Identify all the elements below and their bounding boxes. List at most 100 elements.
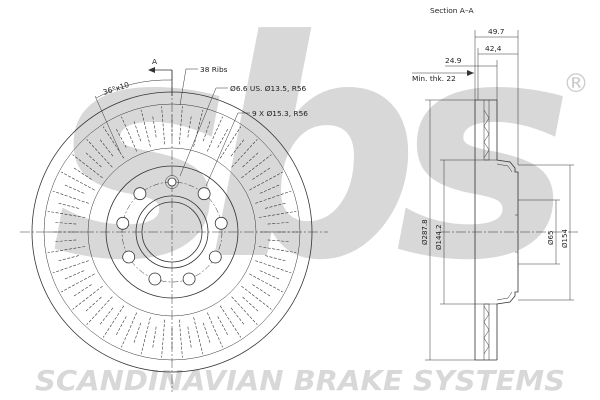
vent-rib [179,319,183,358]
hat-width-label: 42,4 [485,44,502,53]
small-hole-label: Ø6.6 US. Ø13.5, R56 [230,84,307,93]
vent-rib [161,106,165,145]
bolt-hole [197,187,211,201]
vent-rib [241,154,272,179]
vent-rib [86,139,113,168]
vent-rib [242,151,260,168]
vent-rib [252,167,271,180]
bolt-hole [182,272,196,286]
bolt-hole [133,187,147,201]
vent-rib [267,239,290,242]
vent-rib [102,126,125,159]
vent-rib [219,126,242,159]
min-thickness-arrow [467,70,474,76]
vent-rib [265,202,287,209]
bolt-hole [122,250,136,264]
vent-rib [73,284,92,297]
front-view: A 36°x10 38 Ribs Ø6.6 US. Ø13.5, R56 9 X… [20,57,328,392]
vent-rib [267,222,290,225]
small-hole-leader [179,87,217,177]
min-thickness-label: Min. thk. 22 [412,74,456,83]
hat-diameter-label: Ø144.2 [435,224,443,250]
vent-rib [255,190,292,204]
hub-outer-edge [105,165,239,299]
vent-rib [202,120,211,142]
vent-rib [193,109,204,147]
vent-rib [99,307,114,326]
vent-rib [52,260,89,274]
section-marker-arrowhead [148,67,155,73]
vent-rib [121,116,137,152]
hat-inner-edge [496,163,513,301]
section-view: Section A–A 49.7 42,4 24.9 Min. thk. 22 … [412,6,580,361]
vent-rib [265,255,287,262]
vent-rib [202,322,211,344]
vent-rib [102,305,125,338]
vent-rib [133,322,142,344]
watermark: sbs ® SCANDINAVIAN BRAKE SYSTEMS [35,0,589,397]
vent-rib [84,296,102,313]
vent-rib [179,106,183,145]
bolt-hole-label: 9 X Ø15.3, R56 [252,109,308,118]
vent-rib [121,312,137,348]
center-bore-outer [135,195,209,269]
rib-angle-arc [95,79,173,99]
vent-rib [193,317,204,355]
vent-rib [61,171,95,191]
vent-rib [115,316,127,336]
vent-rib [63,184,85,194]
bolt-hole [116,216,130,230]
vent-rib [231,139,258,168]
vent-rib [133,120,142,142]
vent-rib [217,128,229,148]
vent-rib [187,115,192,138]
vent-rib [255,260,292,274]
ribs-count-label: 38 Ribs [200,65,228,74]
vent-rib [259,270,281,280]
vent-rib [152,115,157,138]
bolt-hole-leader [205,112,239,187]
vent-rib [61,273,95,293]
vent-rib [230,307,245,326]
vent-rib [241,285,272,310]
registered-mark: ® [563,69,589,99]
vent-rib [47,246,86,253]
vent-rib [54,239,77,242]
vent-rib [187,326,192,349]
vent-rib [161,319,165,358]
bolt-hole [148,272,162,286]
vent-rib [230,138,245,157]
vent-rib [86,296,113,325]
vent-rib [57,202,79,209]
vent-rib [258,211,297,218]
section-marker-label: A [152,57,157,66]
vent-rib [207,116,223,152]
vent-rib [63,270,85,280]
vent-rib [217,316,229,336]
vent-rib [259,184,281,194]
vent-rib [219,305,242,338]
bolt-circle [121,181,223,283]
vent-rib [231,296,258,325]
vent-rib [99,138,114,157]
hub-holes [116,175,228,286]
vent-rib [84,151,102,168]
vent-rib [249,171,283,191]
vent-rib [140,109,151,147]
vent-rib [258,246,297,253]
vent-rib [72,154,103,179]
ribs-leader [179,68,187,106]
bolt-hole [214,216,228,230]
center-bore-inner [141,201,203,263]
vent-rib [52,190,89,204]
disc-thickness-label: 24.9 [445,56,462,65]
vent-zigzag-top [483,109,490,159]
outer-diameter-label: Ø287.8 [421,219,429,245]
vent-rib [73,167,92,180]
vent-rib [252,284,271,297]
vent-rib [207,312,223,348]
watermark-tagline: SCANDINAVIAN BRAKE SYSTEMS [35,364,565,397]
locating-hole [167,177,177,187]
vent-zigzag-bottom [483,305,490,355]
